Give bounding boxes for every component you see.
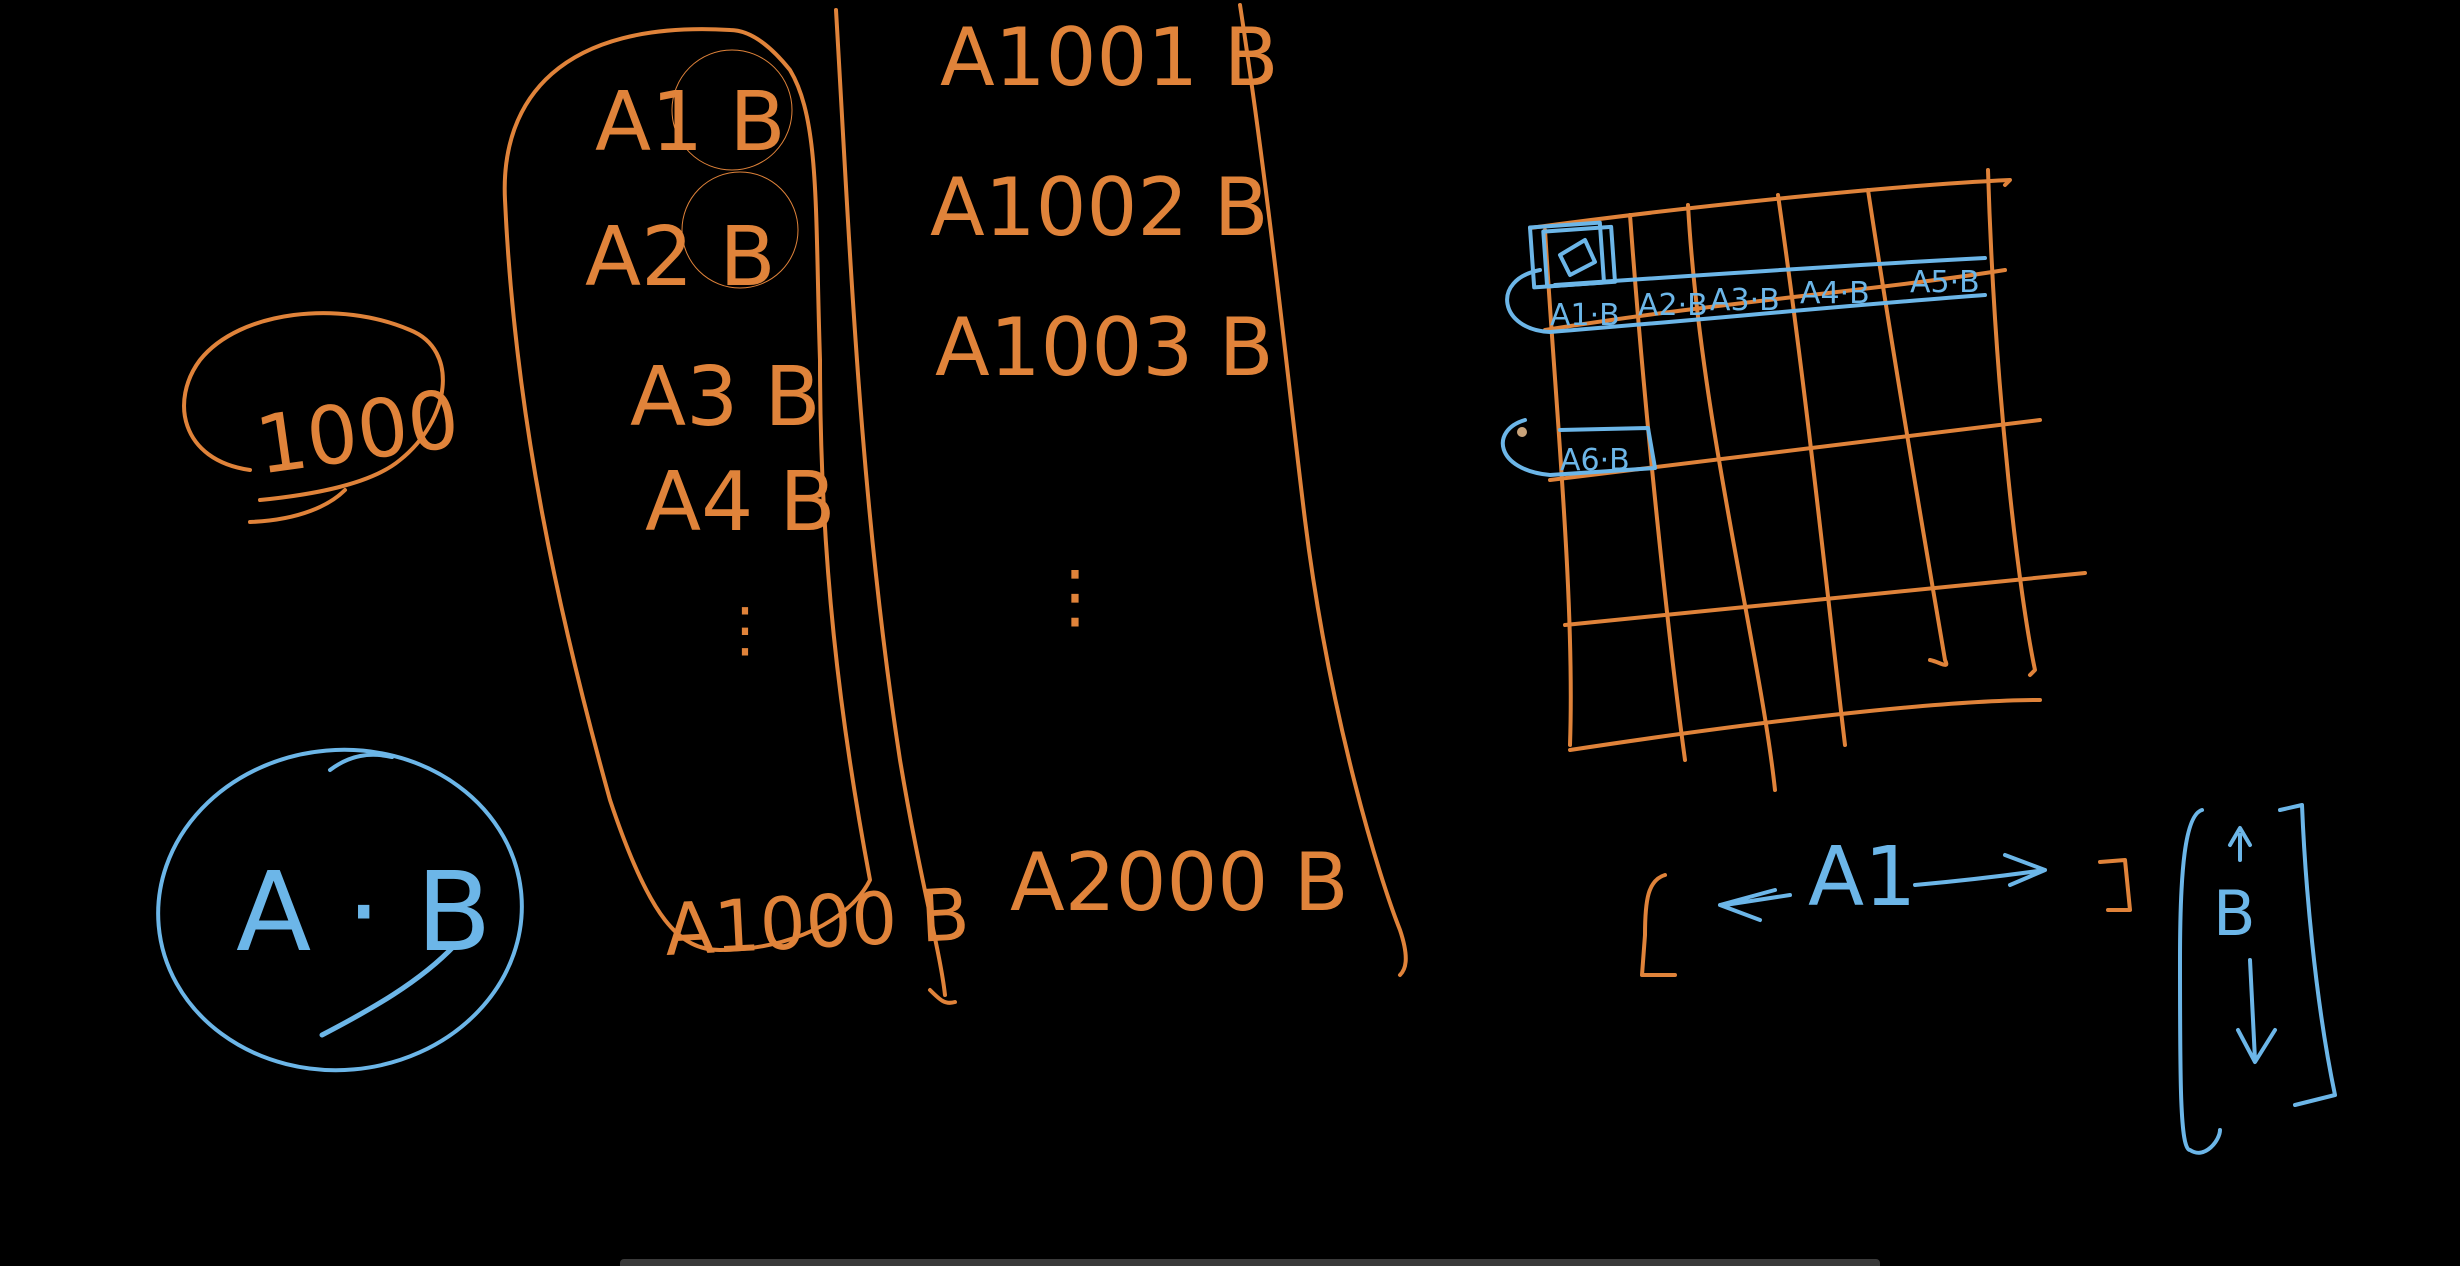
grid-cell: A1·B xyxy=(1550,298,1620,333)
grid-cell: A2·B xyxy=(1638,288,1708,323)
second-column-item: A1002 B xyxy=(930,161,1269,254)
b-highlight-circle xyxy=(671,49,793,171)
first-column-group: A1 B A2 B A3 B A4 B ⋮ A1000 B xyxy=(502,8,972,1005)
grid-cell: A3·B xyxy=(1710,283,1780,318)
second-column-item: A1003 B xyxy=(935,301,1274,394)
first-column-item: ⋮ xyxy=(715,595,775,665)
first-column-item: A1 B xyxy=(595,75,786,170)
result-grid: A1·B A2·B A3·B A4·B A5·B A6·B xyxy=(1500,168,2087,792)
dot-product-annotation: A · B xyxy=(156,747,524,1073)
vector-product: A1 B xyxy=(1640,803,2337,1155)
second-column-item: A2000 B xyxy=(1010,836,1349,929)
second-row-cell: A6·B xyxy=(1560,443,1630,478)
second-column-item: A1001 B xyxy=(940,11,1279,104)
pen-cursor xyxy=(1517,427,1527,437)
count-annotation: 1000 xyxy=(182,311,465,524)
first-column-item: A2 B xyxy=(585,210,776,305)
first-column-item: A3 B xyxy=(630,350,821,445)
horizontal-scrollbar[interactable] xyxy=(620,1259,1880,1266)
first-column-item: A1000 B xyxy=(663,872,972,972)
b-highlight-circle xyxy=(681,171,799,289)
dot-product-label: A · B xyxy=(236,848,492,976)
first-column-item: A4 B xyxy=(645,455,836,550)
column-vector-label: B xyxy=(2213,877,2256,950)
second-column-group: A1001 B A1002 B A1003 B ⋮ A2000 B xyxy=(930,3,1408,977)
count-label: 1000 xyxy=(250,372,465,492)
grid-cell: A5·B xyxy=(1910,265,1980,300)
second-column-item: ⋮ xyxy=(1040,555,1110,637)
grid-cell: A4·B xyxy=(1800,276,1870,311)
row-vector-label: A1 xyxy=(1808,830,1916,925)
